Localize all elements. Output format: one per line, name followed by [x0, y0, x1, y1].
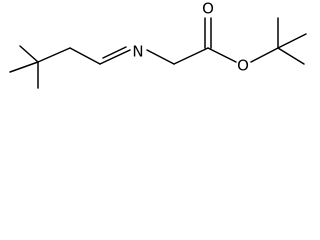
bond-ch2-to-carbonyl — [173, 47, 209, 65]
bond-ester-oxygen-to-tbutyl — [250, 47, 279, 63]
ester-oxygen-label: O — [237, 57, 249, 75]
bond-n-to-ch2 — [146, 49, 175, 65]
bond-imine-double-inner — [102, 46, 127, 59]
bond-imine-double-outer — [99, 49, 131, 65]
nitrogen-atom-label: N — [132, 43, 143, 61]
bond-carbonyl-to-ester-oxygen — [207, 47, 237, 63]
bond-right-methyl-right — [277, 33, 307, 49]
bond-left-quaternary-to-ch2 — [37, 47, 71, 63]
bond-left-methyl-top — [19, 45, 39, 63]
bond-ch2-to-ch — [69, 47, 101, 65]
carbonyl-oxygen-label: O — [202, 0, 214, 18]
molecule-structure: N O O — [9, 0, 307, 89]
structure-canvas: N O O — [0, 0, 320, 112]
bond-left-methyl-left — [9, 61, 39, 73]
bond-right-methyl-bottom — [277, 47, 305, 65]
